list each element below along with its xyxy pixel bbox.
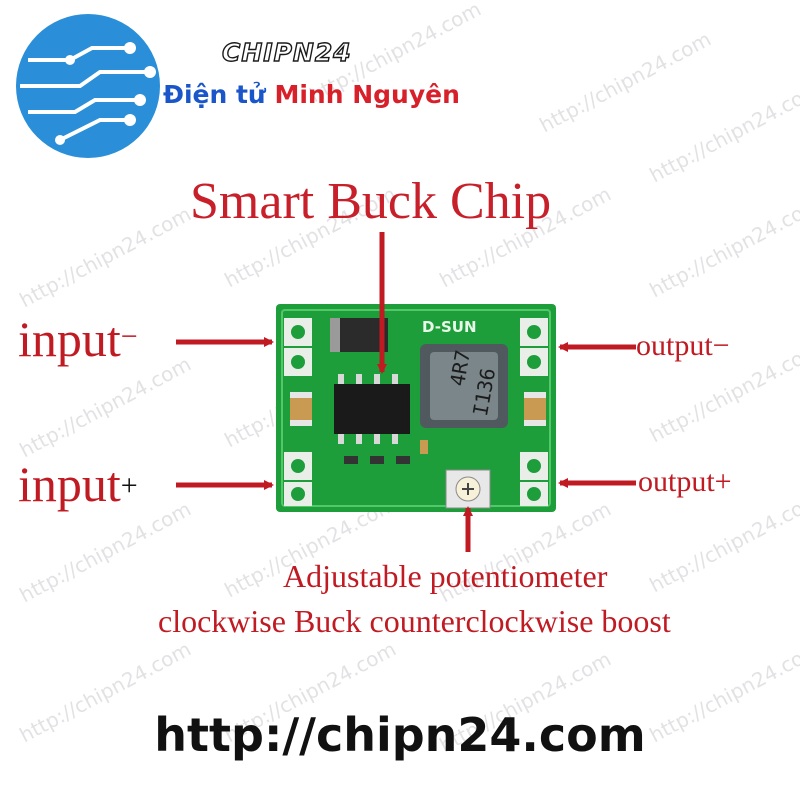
label-input-minus: input−: [18, 310, 138, 368]
brand-subtitle-part2: Minh Nguyên: [274, 80, 460, 109]
label-input-minus-text: input: [18, 311, 121, 367]
board-brand-mark: D-SUN: [422, 318, 477, 336]
buck-module-board: [276, 304, 556, 512]
label-input-plus-text: input: [18, 456, 121, 512]
label-input-plus: input+: [18, 455, 138, 513]
brand-subtitle-part1: Điện tử: [163, 80, 266, 109]
logo-icon: [16, 14, 160, 158]
brand-subtitle: Điện tử Minh Nguyên: [163, 80, 460, 109]
brand-name: CHIPN24: [221, 37, 352, 67]
label-input-plus-sign: +: [120, 469, 138, 502]
caption-line1: Adjustable potentiometer: [283, 558, 608, 594]
caption-line2: clockwise Buck counterclockwise boost: [158, 603, 671, 639]
annotation-arrows: [176, 232, 636, 552]
label-output-minus: output−: [636, 329, 730, 362]
label-input-minus-sign: −: [120, 320, 138, 353]
label-output-plus: output+: [638, 465, 732, 498]
website-url: http://chipn24.com: [154, 708, 646, 762]
diagram-heading: Smart Buck Chip: [190, 173, 552, 230]
